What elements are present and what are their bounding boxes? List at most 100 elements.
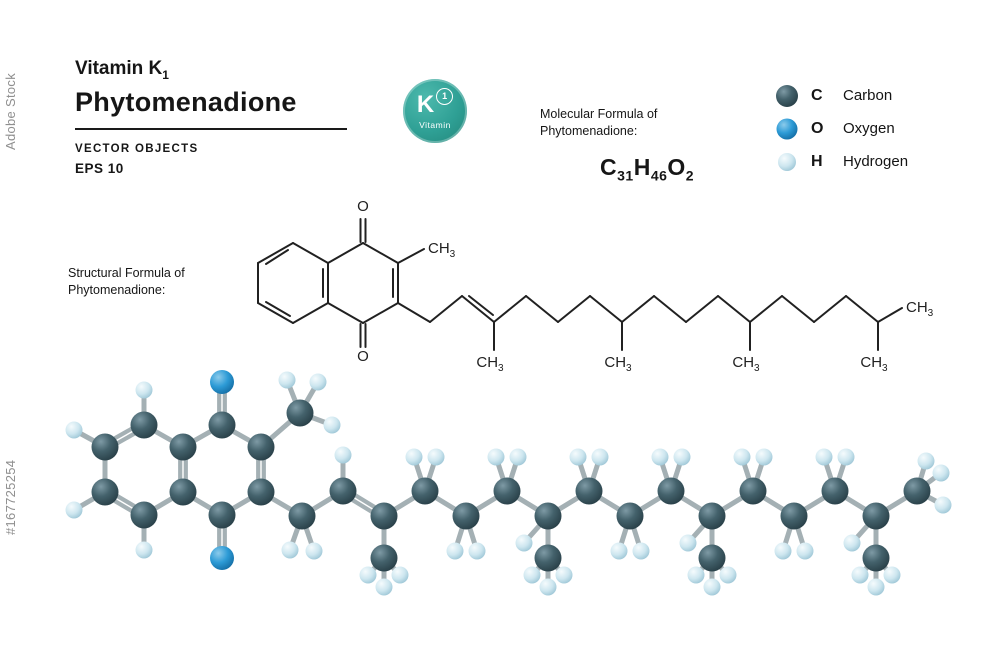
atom-legend: C Carbon O Oxygen H Hydrogen: [773, 79, 908, 178]
oxygen-sphere-icon: [773, 116, 801, 142]
atom-h-sphere: [539, 578, 557, 596]
atom-c-sphere: [657, 477, 685, 505]
atom-h-sphere: [305, 542, 323, 560]
legend-name-hydrogen: Hydrogen: [843, 153, 909, 170]
legend-name-carbon: Carbon: [843, 87, 893, 104]
atom-h-sphere: [815, 448, 833, 466]
atom-h-sphere: [375, 578, 393, 596]
atom-c-sphere: [288, 502, 316, 530]
title-divider: [75, 127, 347, 130]
atom-h-sphere: [468, 542, 486, 560]
legend-symbol-carbon: C: [811, 86, 823, 104]
skeletal-bond: [781, 295, 815, 323]
atom-h-sphere: [555, 566, 573, 584]
atom-h-sphere: [755, 448, 773, 466]
skeletal-bond: [327, 242, 364, 264]
watermark-brand: Adobe Stock: [3, 72, 18, 150]
skeletal-atom-label: O: [357, 198, 369, 215]
atom-h-sphere: [427, 448, 445, 466]
atom-h-sphere: [687, 566, 705, 584]
skeletal-bond: [493, 295, 527, 323]
atom-c-sphere: [616, 502, 644, 530]
molecular-formula-caption-line1: Molecular Formula of: [540, 107, 658, 121]
atom-c-sphere: [862, 544, 890, 572]
atom-h-sphere: [719, 566, 737, 584]
atom-h-sphere: [334, 446, 352, 464]
atom-c-sphere: [169, 478, 197, 506]
atom-h-sphere: [135, 381, 153, 399]
atom-c-sphere: [286, 399, 314, 427]
atom-c-sphere: [739, 477, 767, 505]
formula-element-2: H: [633, 154, 651, 180]
atom-h-sphere: [932, 464, 950, 482]
ball-and-stick-model-drawing: [65, 370, 952, 596]
atom-o-sphere: [210, 546, 234, 570]
skeletal-bond: [749, 295, 783, 323]
skeletal-bond: [265, 249, 289, 265]
molecular-formula-caption: Molecular Formula of Phytomenadione:: [540, 106, 657, 140]
vitamin-name: Vitamin K1: [75, 58, 347, 82]
atom-h-sphere: [883, 566, 901, 584]
legend-row-hydrogen: H Hydrogen: [773, 145, 908, 178]
structural-formula-caption-line1: Structural Formula of: [68, 266, 185, 280]
atom-h-sphere: [487, 448, 505, 466]
atom-h-sphere: [632, 542, 650, 560]
skeletal-bond: [461, 295, 495, 323]
tagline: VECTOR OBJECTS: [75, 142, 199, 155]
atom-o-sphere: [210, 370, 234, 394]
legend-row-carbon: C Carbon: [773, 79, 908, 112]
hydrogen-sphere-icon: [773, 149, 801, 175]
atom-h-sphere: [851, 566, 869, 584]
skeletal-bond: [621, 295, 655, 323]
molecular-formula-caption-line2: Phytomenadione:: [540, 124, 638, 138]
legend-row-oxygen: O Oxygen: [773, 112, 908, 145]
skeletal-bond: [525, 295, 559, 323]
skeletal-bond: [257, 302, 294, 324]
atom-c-sphere: [130, 501, 158, 529]
atom-c-sphere: [208, 501, 236, 529]
atom-c-sphere: [862, 502, 890, 530]
atom-h-sphere: [843, 534, 861, 552]
atom-c-sphere: [247, 478, 275, 506]
skeletal-bond: [362, 242, 399, 264]
skeletal-bond: [397, 302, 431, 323]
atom-c-sphere: [411, 477, 439, 505]
skeletal-bond: [813, 295, 847, 323]
skeletal-bond: [257, 242, 294, 264]
atom-h-sphere: [323, 416, 341, 434]
page-title: Phytomenadione: [75, 86, 297, 117]
skeletal-atom-label: CH3: [604, 354, 632, 374]
badge-sup-circle: 1: [436, 87, 454, 105]
molecular-formula: C31H46O2: [600, 154, 694, 184]
vitamin-name-sub: 1: [162, 67, 169, 82]
skeletal-bond: [717, 295, 751, 323]
skeletal-atom-label: CH3: [860, 354, 888, 374]
atom-c-sphere: [91, 478, 119, 506]
atom-h-sphere: [515, 534, 533, 552]
atom-h-sphere: [446, 542, 464, 560]
atom-c-sphere: [903, 477, 931, 505]
atom-c-sphere: [534, 544, 562, 572]
atom-h-sphere: [934, 496, 952, 514]
skeletal-atom-label: CH3: [476, 354, 504, 374]
atom-c-sphere: [575, 477, 603, 505]
atom-h-sphere: [673, 448, 691, 466]
formula-element-1: C: [600, 154, 618, 180]
atom-c-sphere: [493, 477, 521, 505]
atom-h-sphere: [309, 373, 327, 391]
skeletal-atom-label: O: [357, 348, 369, 365]
carbon-sphere-icon: [773, 83, 801, 109]
vitamin-name-text: Vitamin K: [75, 58, 163, 79]
structural-formula-caption: Structural Formula of Phytomenadione:: [68, 265, 185, 299]
atom-h-sphere: [610, 542, 628, 560]
badge-letter-text: K: [416, 90, 435, 118]
atom-h-sphere: [867, 578, 885, 596]
formula-count-3: 2: [685, 167, 695, 184]
skeletal-bond: [397, 248, 425, 264]
skeletal-bond: [877, 307, 903, 323]
atom-h-sphere: [509, 448, 527, 466]
atom-h-sphere: [281, 541, 299, 559]
skeletal-bond: [589, 295, 623, 323]
